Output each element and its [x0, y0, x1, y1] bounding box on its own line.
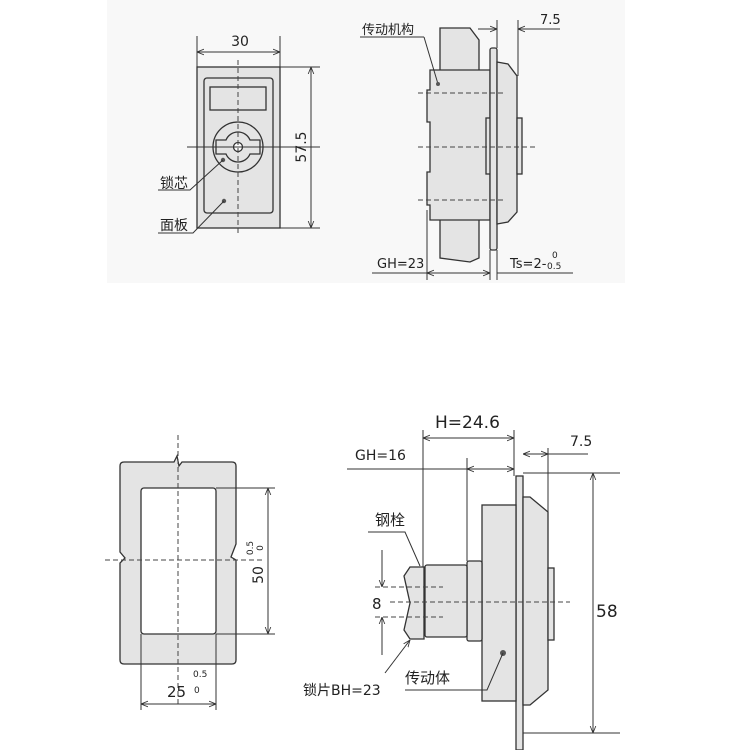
mechanism-label: 传动机构: [362, 23, 414, 38]
cap-button: [547, 567, 555, 641]
top-front-view: 30 57.5 锁芯 面板: [158, 34, 320, 236]
drive-body: [481, 504, 517, 702]
cap-button: [516, 117, 523, 175]
height-dimension: 58: [596, 602, 618, 622]
lock-plate: [403, 566, 425, 640]
cap: [522, 496, 549, 706]
bolt-label: 钢栓: [375, 511, 405, 529]
cutout-height-dimension: 50: [251, 566, 267, 584]
shaft-collar: [466, 560, 483, 642]
ts-tolerance-upper: 0: [552, 251, 558, 261]
gh-dimension: GH=16: [355, 448, 406, 464]
ts-dimension: Ts=2-: [509, 257, 547, 272]
window: [209, 86, 267, 111]
depth-dimension: 7.5: [570, 434, 592, 450]
bottom-side-view: H=24.6 GH=16 7.5 58 8 钢栓 锁片BH=23 传动体: [303, 413, 620, 750]
cutout-height-tol-lower: 0: [256, 545, 266, 551]
height-dimension: 57.5: [294, 131, 310, 162]
top-drawing-background: [107, 0, 625, 283]
cutout-width-tol-upper: 0.5: [193, 670, 207, 680]
ts-tolerance-lower: 0.5: [547, 262, 561, 272]
bottom-cutout-view: 50 0.5 0 25 0.5 0: [105, 435, 275, 710]
bolt-dimension: 8: [372, 595, 382, 613]
shaft: [424, 564, 468, 638]
lock-core-label: 锁芯: [160, 176, 188, 192]
lock-plate-label: 锁片BH=23: [303, 683, 381, 699]
panel-label: 面板: [160, 218, 188, 234]
width-dimension: 30: [231, 34, 249, 50]
cutout-width-tol-lower: 0: [194, 686, 200, 696]
flange: [489, 47, 498, 251]
drive-body-label: 传动体: [405, 669, 450, 687]
h-dimension: H=24.6: [435, 413, 500, 433]
depth-dimension: 7.5: [540, 13, 561, 28]
cap: [496, 61, 518, 225]
cutout-height-tol-upper: 0.5: [246, 541, 256, 555]
top-side-view: 传动机构 7.5 GH=23 Ts=2- 0 0.5: [360, 13, 573, 280]
cutout-width-dimension: 25: [167, 683, 186, 701]
door-plate: [515, 475, 524, 750]
gh-dimension: GH=23: [377, 257, 424, 272]
